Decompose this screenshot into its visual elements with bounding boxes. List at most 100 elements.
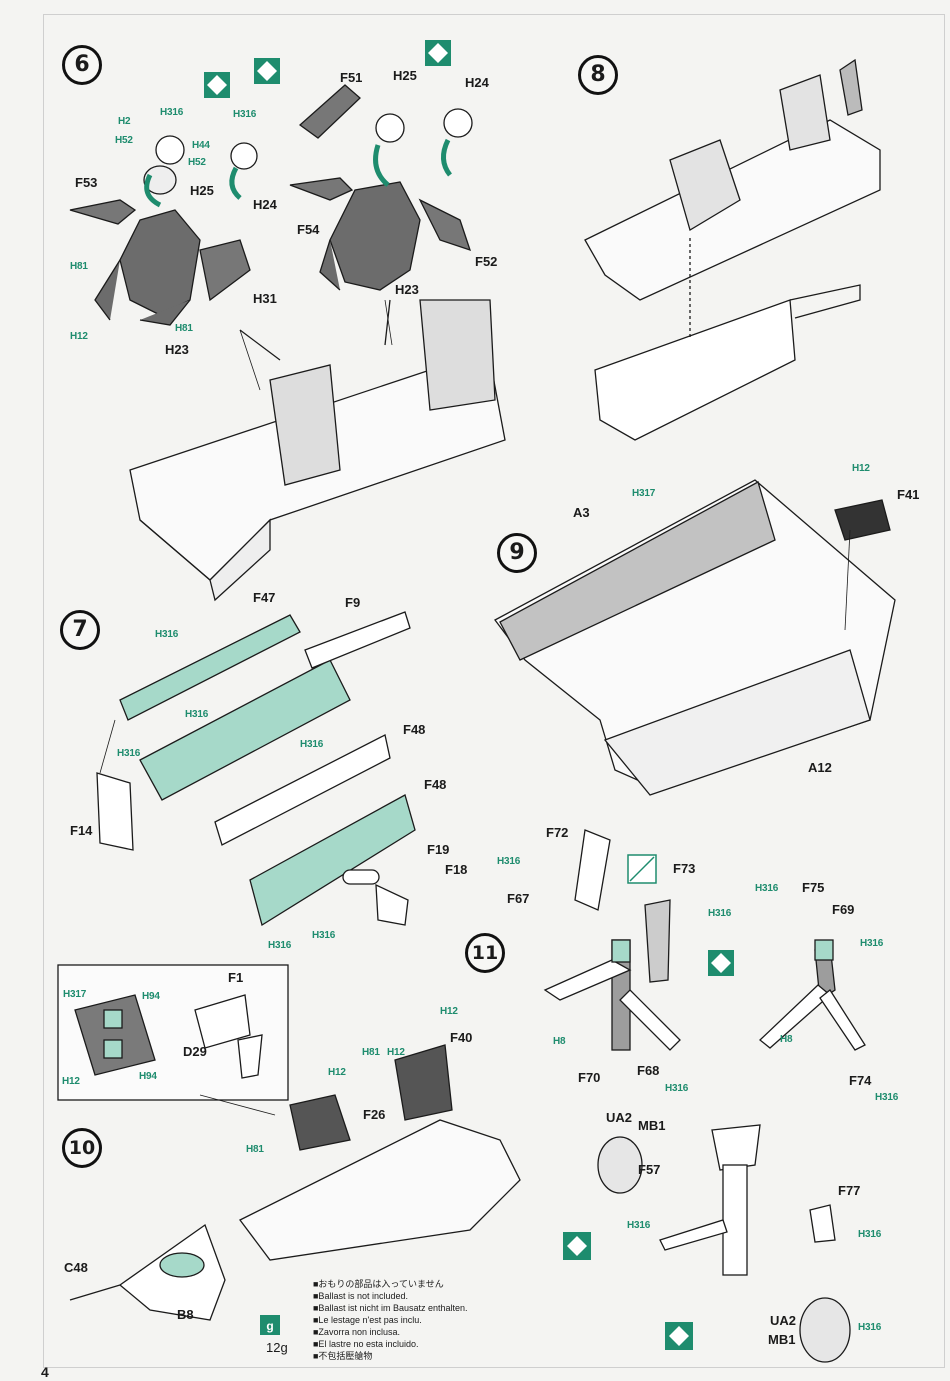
color-code: H81 bbox=[70, 261, 88, 272]
color-code: H52 bbox=[188, 157, 206, 168]
part-label: F19 bbox=[427, 842, 450, 857]
color-code: H44 bbox=[192, 140, 210, 151]
part-label: D29 bbox=[183, 1044, 207, 1059]
color-code: H316 bbox=[497, 856, 521, 867]
parts-f18-f19 bbox=[342, 869, 409, 926]
color-code: H94 bbox=[142, 991, 160, 1002]
color-code: H12 bbox=[70, 331, 88, 342]
part-label: F57 bbox=[638, 1162, 661, 1177]
part-label: F52 bbox=[475, 254, 498, 269]
cockpit-floor-f9 bbox=[139, 611, 411, 801]
color-code: H81 bbox=[175, 323, 193, 334]
color-code: H316 bbox=[875, 1092, 899, 1103]
part-label: H24 bbox=[465, 75, 489, 90]
no-glue-icon bbox=[627, 854, 657, 884]
color-code: H316 bbox=[858, 1229, 882, 1240]
part-label: F68 bbox=[637, 1063, 660, 1078]
step-10-number: 10 bbox=[62, 1128, 102, 1168]
color-code: H316 bbox=[627, 1220, 651, 1231]
part-label: A12 bbox=[808, 760, 832, 775]
part-label: F74 bbox=[849, 1073, 872, 1088]
svg-text:g: g bbox=[266, 1319, 273, 1333]
color-code: H316 bbox=[708, 908, 732, 919]
sidewall-f48-upper bbox=[214, 734, 391, 846]
color-code: H316 bbox=[860, 938, 884, 949]
leader-lines bbox=[99, 299, 851, 1116]
part-label: H23 bbox=[165, 342, 189, 357]
page-number: 4 bbox=[41, 1364, 49, 1380]
color-code: H316 bbox=[155, 629, 179, 640]
pair-symbol-icon bbox=[708, 950, 734, 976]
color-code: H8 bbox=[553, 1036, 566, 1047]
part-label: F54 bbox=[297, 222, 320, 237]
rear-bulkhead-f14 bbox=[96, 772, 134, 851]
part-label: F77 bbox=[838, 1183, 861, 1198]
part-label: F14 bbox=[70, 823, 93, 838]
main-gear-left bbox=[543, 829, 681, 1051]
weight-icon: g bbox=[260, 1315, 280, 1335]
part-label: H23 bbox=[395, 282, 419, 297]
color-code: H316 bbox=[665, 1083, 689, 1094]
part-label: H25 bbox=[190, 183, 214, 198]
pair-symbol-icon bbox=[204, 72, 230, 98]
color-code: H94 bbox=[139, 1071, 157, 1082]
color-code: H316 bbox=[233, 109, 257, 120]
nose-gear bbox=[597, 1124, 851, 1363]
color-code: H316 bbox=[117, 748, 141, 759]
ballast-box-step8 bbox=[594, 238, 861, 441]
step-6-number: 6 bbox=[62, 45, 102, 85]
diamond-symbol-icon bbox=[563, 1232, 591, 1260]
main-gear-right bbox=[759, 939, 866, 1051]
instrument-panel-inset bbox=[57, 964, 289, 1101]
fuselage-step10 bbox=[239, 1044, 521, 1261]
part-label: F70 bbox=[578, 1070, 601, 1085]
part-label: F73 bbox=[673, 861, 696, 876]
diamond-symbol-icon bbox=[665, 1322, 693, 1350]
ballast-note: ■おもりの部品は入っていません ■Ballast is not included… bbox=[313, 1279, 468, 1361]
step-9-number: 9 bbox=[497, 533, 537, 573]
step-11-number: 11 bbox=[465, 933, 505, 973]
part-label: F67 bbox=[507, 891, 530, 906]
pilot-figure-left bbox=[69, 165, 251, 326]
page-frame bbox=[43, 14, 945, 1368]
part-label: C48 bbox=[64, 1260, 88, 1275]
part-label: F75 bbox=[802, 880, 825, 895]
part-label: MB1 bbox=[768, 1332, 796, 1347]
part-label: F51 bbox=[340, 70, 363, 85]
part-label: F53 bbox=[75, 175, 98, 190]
color-code: H316 bbox=[300, 739, 324, 750]
part-label: F18 bbox=[445, 862, 468, 877]
weight-label: 12g bbox=[266, 1340, 288, 1355]
part-label: F26 bbox=[363, 1107, 386, 1122]
nose-cone-b8 bbox=[69, 1223, 226, 1321]
color-code: H317 bbox=[63, 989, 87, 1000]
color-code: H316 bbox=[755, 883, 779, 894]
forward-fuselage-step9 bbox=[494, 479, 896, 796]
color-code: H81 bbox=[362, 1047, 380, 1058]
color-code: H2 bbox=[118, 116, 131, 127]
part-label: F48 bbox=[424, 777, 447, 792]
color-code: H12 bbox=[387, 1047, 405, 1058]
part-label: F40 bbox=[450, 1030, 473, 1045]
part-label: F41 bbox=[897, 487, 920, 502]
sidewall-f48-lower bbox=[249, 794, 416, 927]
color-code: H317 bbox=[632, 488, 656, 499]
part-label: F69 bbox=[832, 902, 855, 917]
cockpit-sidewall-f47 bbox=[119, 614, 301, 721]
part-label: UA2 bbox=[770, 1313, 797, 1328]
part-label: MB1 bbox=[638, 1118, 666, 1133]
step-7-number: 7 bbox=[60, 610, 100, 650]
part-label: H24 bbox=[253, 197, 277, 212]
color-code: H316 bbox=[268, 940, 292, 951]
color-code: H316 bbox=[185, 709, 209, 720]
part-label: UA2 bbox=[606, 1110, 633, 1125]
part-label: F72 bbox=[546, 825, 569, 840]
cockpit-tub-step6 bbox=[129, 299, 506, 602]
part-label: F1 bbox=[228, 970, 244, 985]
pair-symbol-icon bbox=[425, 40, 451, 66]
color-code: H8 bbox=[780, 1034, 793, 1045]
part-label: F9 bbox=[345, 595, 361, 610]
color-code: H52 bbox=[115, 135, 133, 146]
